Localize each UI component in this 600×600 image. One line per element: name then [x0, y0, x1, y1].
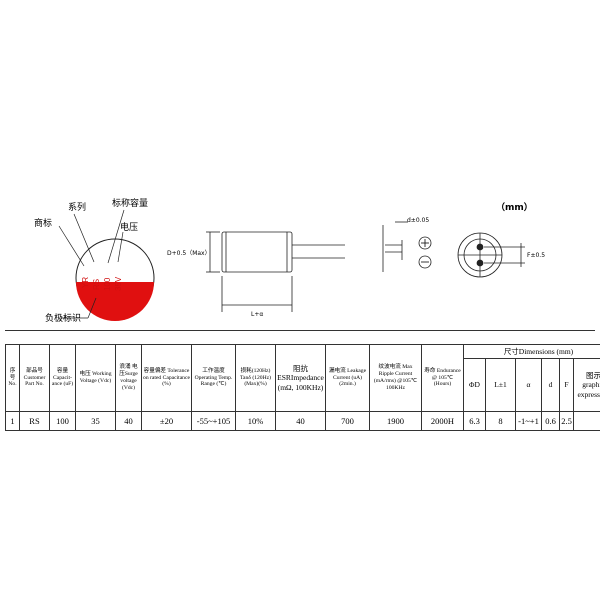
d-tol-label: d±0.05	[407, 217, 429, 224]
hdr-surge: 浪涌 电压Surge voltage (Vdc)	[115, 344, 142, 412]
cell-life: 2000H	[421, 411, 464, 431]
cell-lpm: 8	[485, 411, 516, 431]
hdr-graphic: 图示 graphic expression	[573, 358, 600, 412]
hdr-dims: 尺寸Dimensions (mm)	[463, 344, 600, 359]
marking-diagram: YR RS 100 35V 商标 系列 标称容量 电压 负极标识	[34, 197, 155, 324]
table-row: 1 RS 100 35 40 ±20 -55~+105 10% 40 700 1…	[5, 411, 600, 431]
cell-part: RS	[19, 411, 50, 431]
dia-label: D+0.5（Max）	[167, 250, 211, 257]
label-negative: 负极标识	[45, 312, 81, 324]
cell-tand: 10%	[235, 411, 276, 431]
cell-phid: 6.3	[463, 411, 486, 431]
f-tol-label: F±0.5	[527, 252, 545, 259]
hdr-d: d	[541, 358, 560, 412]
marking-rs: RS	[92, 279, 101, 290]
hdr-alpha: α	[515, 358, 542, 412]
cell-cap: 100	[49, 411, 76, 431]
hdr-tand: 损耗(120Hz) Tanδ (120Hz) (Max)(%)	[235, 344, 276, 412]
marking-35v: 35V	[114, 276, 123, 291]
label-brand: 商标	[34, 217, 52, 229]
hdr-lpm: L±1	[485, 358, 516, 412]
marking-100: 100	[103, 277, 112, 291]
cell-esr: 40	[275, 411, 326, 431]
bottom-view	[457, 232, 525, 278]
len-label: L+α	[251, 311, 263, 318]
label-capacitance: 标称容量	[112, 197, 148, 209]
hdr-cap: 容量 Capacit- ance (uF)	[49, 344, 76, 412]
cell-volt: 35	[75, 411, 116, 431]
cell-seq: 1	[5, 411, 20, 431]
cell-alpha: -1~+1	[515, 411, 542, 431]
side-view	[206, 221, 408, 312]
hdr-volt: 电压 Working Voltage (Vdc)	[75, 344, 116, 412]
hdr-f: F	[559, 358, 574, 412]
cell-graphic	[573, 411, 600, 431]
hdr-leak: 漏电流 Leakage Current (uA)(2min.)	[325, 344, 370, 412]
capacitor-drawing: YR RS 100 35V 商标 系列 标称容量 电压 负极标识	[34, 197, 545, 324]
cell-ripple: 1900	[369, 411, 422, 431]
polarity-symbols	[418, 236, 432, 269]
marking-yr: YR	[81, 277, 90, 288]
hdr-esr: 阻抗 ESRImpedance (mΩ, 100KHz)	[275, 344, 326, 412]
hdr-part: 部品号 Customer Part No.	[19, 344, 50, 412]
cell-surge: 40	[115, 411, 142, 431]
hdr-phid: ΦD	[463, 358, 486, 412]
unit-label: （mm）	[496, 202, 533, 213]
cell-leak: 700	[325, 411, 370, 431]
label-voltage: 电压	[120, 221, 138, 233]
cell-temp: -55~+105	[191, 411, 236, 431]
cell-tol: ±20	[141, 411, 192, 431]
hdr-temp: 工作温度 Operating Temp. Range (℃)	[191, 344, 236, 412]
label-series: 系列	[68, 201, 86, 213]
hdr-ripple: 纹波电流 Max Ripple Current (mA/rms) @105℃ 1…	[369, 344, 422, 412]
hdr-tol: 容量偏差 Tolerance on rated Capacitance (%)	[141, 344, 192, 412]
spec-table: 序 号 No. 部品号 Customer Part No. 容量 Capacit…	[5, 344, 600, 431]
hdr-life: 寿命 Endurance @ 105℃ (Hours)	[421, 344, 464, 412]
frame-top-line	[5, 330, 595, 331]
cell-d: 0.6	[541, 411, 560, 431]
hdr-seq: 序 号 No.	[5, 344, 20, 412]
cell-f: 2.5	[559, 411, 574, 431]
